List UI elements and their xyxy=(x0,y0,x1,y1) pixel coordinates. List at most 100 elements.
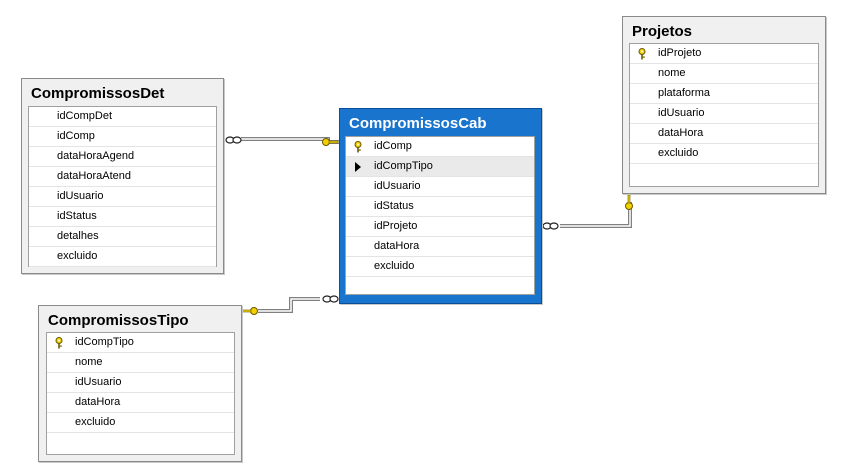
row-selector xyxy=(29,247,53,266)
table-title: Projetos xyxy=(632,23,693,40)
row-selector xyxy=(630,64,654,83)
row-selector xyxy=(47,353,71,372)
row-selector xyxy=(346,157,370,176)
column-row[interactable]: dataHoraAgend xyxy=(29,147,216,167)
row-selector xyxy=(346,237,370,256)
column-name: dataHora xyxy=(374,240,420,252)
row-selector xyxy=(346,137,370,156)
row-selector xyxy=(47,393,71,412)
row-selector xyxy=(630,84,654,103)
column-name: idComp xyxy=(57,130,95,142)
row-selector xyxy=(630,124,654,143)
column-row[interactable]: detalhes xyxy=(29,227,216,247)
row-selector xyxy=(29,127,53,146)
row-selector xyxy=(47,373,71,392)
column-row[interactable]: excluido xyxy=(346,257,534,277)
table-compromissoscab[interactable]: CompromissosCab idComp idCompTipo idUsua… xyxy=(339,108,542,304)
row-selector xyxy=(29,147,53,166)
column-row[interactable]: idCompTipo xyxy=(346,157,534,177)
column-row[interactable]: dataHoraAtend xyxy=(29,167,216,187)
table-projetos[interactable]: Projetos idProjeto nome plataforma idUsu… xyxy=(622,16,826,194)
column-row[interactable]: idUsuario xyxy=(630,104,818,124)
column-name: idCompTipo xyxy=(374,160,433,172)
column-grid: idCompTipo nome idUsuario dataHora exclu… xyxy=(46,332,235,455)
column-row[interactable]: idCompTipo xyxy=(47,333,234,353)
column-name: idCompDet xyxy=(57,110,113,122)
row-selector xyxy=(346,197,370,216)
column-name: dataHora xyxy=(658,127,704,139)
column-name: dataHoraAtend xyxy=(57,170,131,182)
row-selector xyxy=(630,144,654,163)
column-row[interactable]: idComp xyxy=(29,127,216,147)
column-name: idStatus xyxy=(57,210,97,222)
column-row[interactable]: idStatus xyxy=(346,197,534,217)
key-end-icon xyxy=(625,194,633,210)
column-name: excluido xyxy=(75,416,116,428)
row-selector xyxy=(346,257,370,276)
column-name: idUsuario xyxy=(374,180,421,192)
table-compromissosdet[interactable]: CompromissosDet idCompDet idComp dataHor… xyxy=(21,78,224,274)
column-grid: idProjeto nome plataforma idUsuario data… xyxy=(629,43,819,187)
key-end-icon xyxy=(241,307,258,315)
column-row[interactable]: plataforma xyxy=(630,84,818,104)
column-grid: idComp idCompTipo idUsuario idStatus idP… xyxy=(345,136,535,295)
row-selector xyxy=(346,217,370,236)
row-selector xyxy=(47,333,71,352)
column-row[interactable]: dataHora xyxy=(346,237,534,257)
column-name: idUsuario xyxy=(57,190,104,202)
row-selector xyxy=(29,207,53,226)
column-row[interactable]: idUsuario xyxy=(29,187,216,207)
row-selector xyxy=(630,104,654,123)
key-icon xyxy=(354,141,362,153)
column-row[interactable]: excluido xyxy=(47,413,234,433)
relationship-cab-projetos[interactable] xyxy=(560,202,632,228)
column-grid: idCompDet idComp dataHoraAgend dataHoraA… xyxy=(28,106,217,267)
column-name: nome xyxy=(658,67,686,79)
infinity-icon xyxy=(225,136,242,144)
column-name: idComp xyxy=(374,140,412,152)
column-row[interactable]: dataHora xyxy=(47,393,234,413)
column-row[interactable]: dataHora xyxy=(630,124,818,144)
column-name: idUsuario xyxy=(658,107,705,119)
table-title: CompromissosCab xyxy=(349,115,487,132)
column-row[interactable]: idComp xyxy=(346,137,534,157)
column-name: excluido xyxy=(374,260,415,272)
column-name: plataforma xyxy=(658,87,710,99)
row-selector xyxy=(346,177,370,196)
infinity-icon xyxy=(322,295,339,303)
column-name: idProjeto xyxy=(658,47,702,59)
table-title: CompromissosDet xyxy=(31,85,165,102)
column-row[interactable]: nome xyxy=(47,353,234,373)
row-selector xyxy=(47,413,71,432)
column-name: idStatus xyxy=(374,200,414,212)
column-row[interactable]: idCompDet xyxy=(29,107,216,127)
infinity-icon xyxy=(542,222,559,230)
column-row[interactable]: nome xyxy=(630,64,818,84)
row-selector xyxy=(29,107,53,126)
column-row[interactable]: excluido xyxy=(630,144,818,164)
key-icon xyxy=(55,337,63,349)
column-name: dataHoraAgend xyxy=(57,150,135,162)
row-selector xyxy=(630,44,654,63)
column-row[interactable]: excluido xyxy=(29,247,216,267)
column-name: dataHora xyxy=(75,396,121,408)
relationship-cab-tipo[interactable] xyxy=(258,297,320,313)
table-title: CompromissosTipo xyxy=(48,312,189,329)
column-name: excluido xyxy=(658,147,699,159)
key-icon xyxy=(638,48,646,60)
column-name: nome xyxy=(75,356,103,368)
column-row[interactable]: idUsuario xyxy=(346,177,534,197)
column-name: detalhes xyxy=(57,230,99,242)
row-selector xyxy=(29,187,53,206)
column-row[interactable]: idProjeto xyxy=(630,44,818,64)
column-name: idUsuario xyxy=(75,376,122,388)
column-row[interactable]: idUsuario xyxy=(47,373,234,393)
column-row[interactable]: idProjeto xyxy=(346,217,534,237)
current-row-icon xyxy=(355,162,361,172)
column-row[interactable]: idStatus xyxy=(29,207,216,227)
column-name: excluido xyxy=(57,250,98,262)
column-name: idCompTipo xyxy=(75,336,134,348)
table-compromissostipo[interactable]: CompromissosTipo idCompTipo nome idUsuar… xyxy=(38,305,242,462)
row-selector xyxy=(29,227,53,246)
